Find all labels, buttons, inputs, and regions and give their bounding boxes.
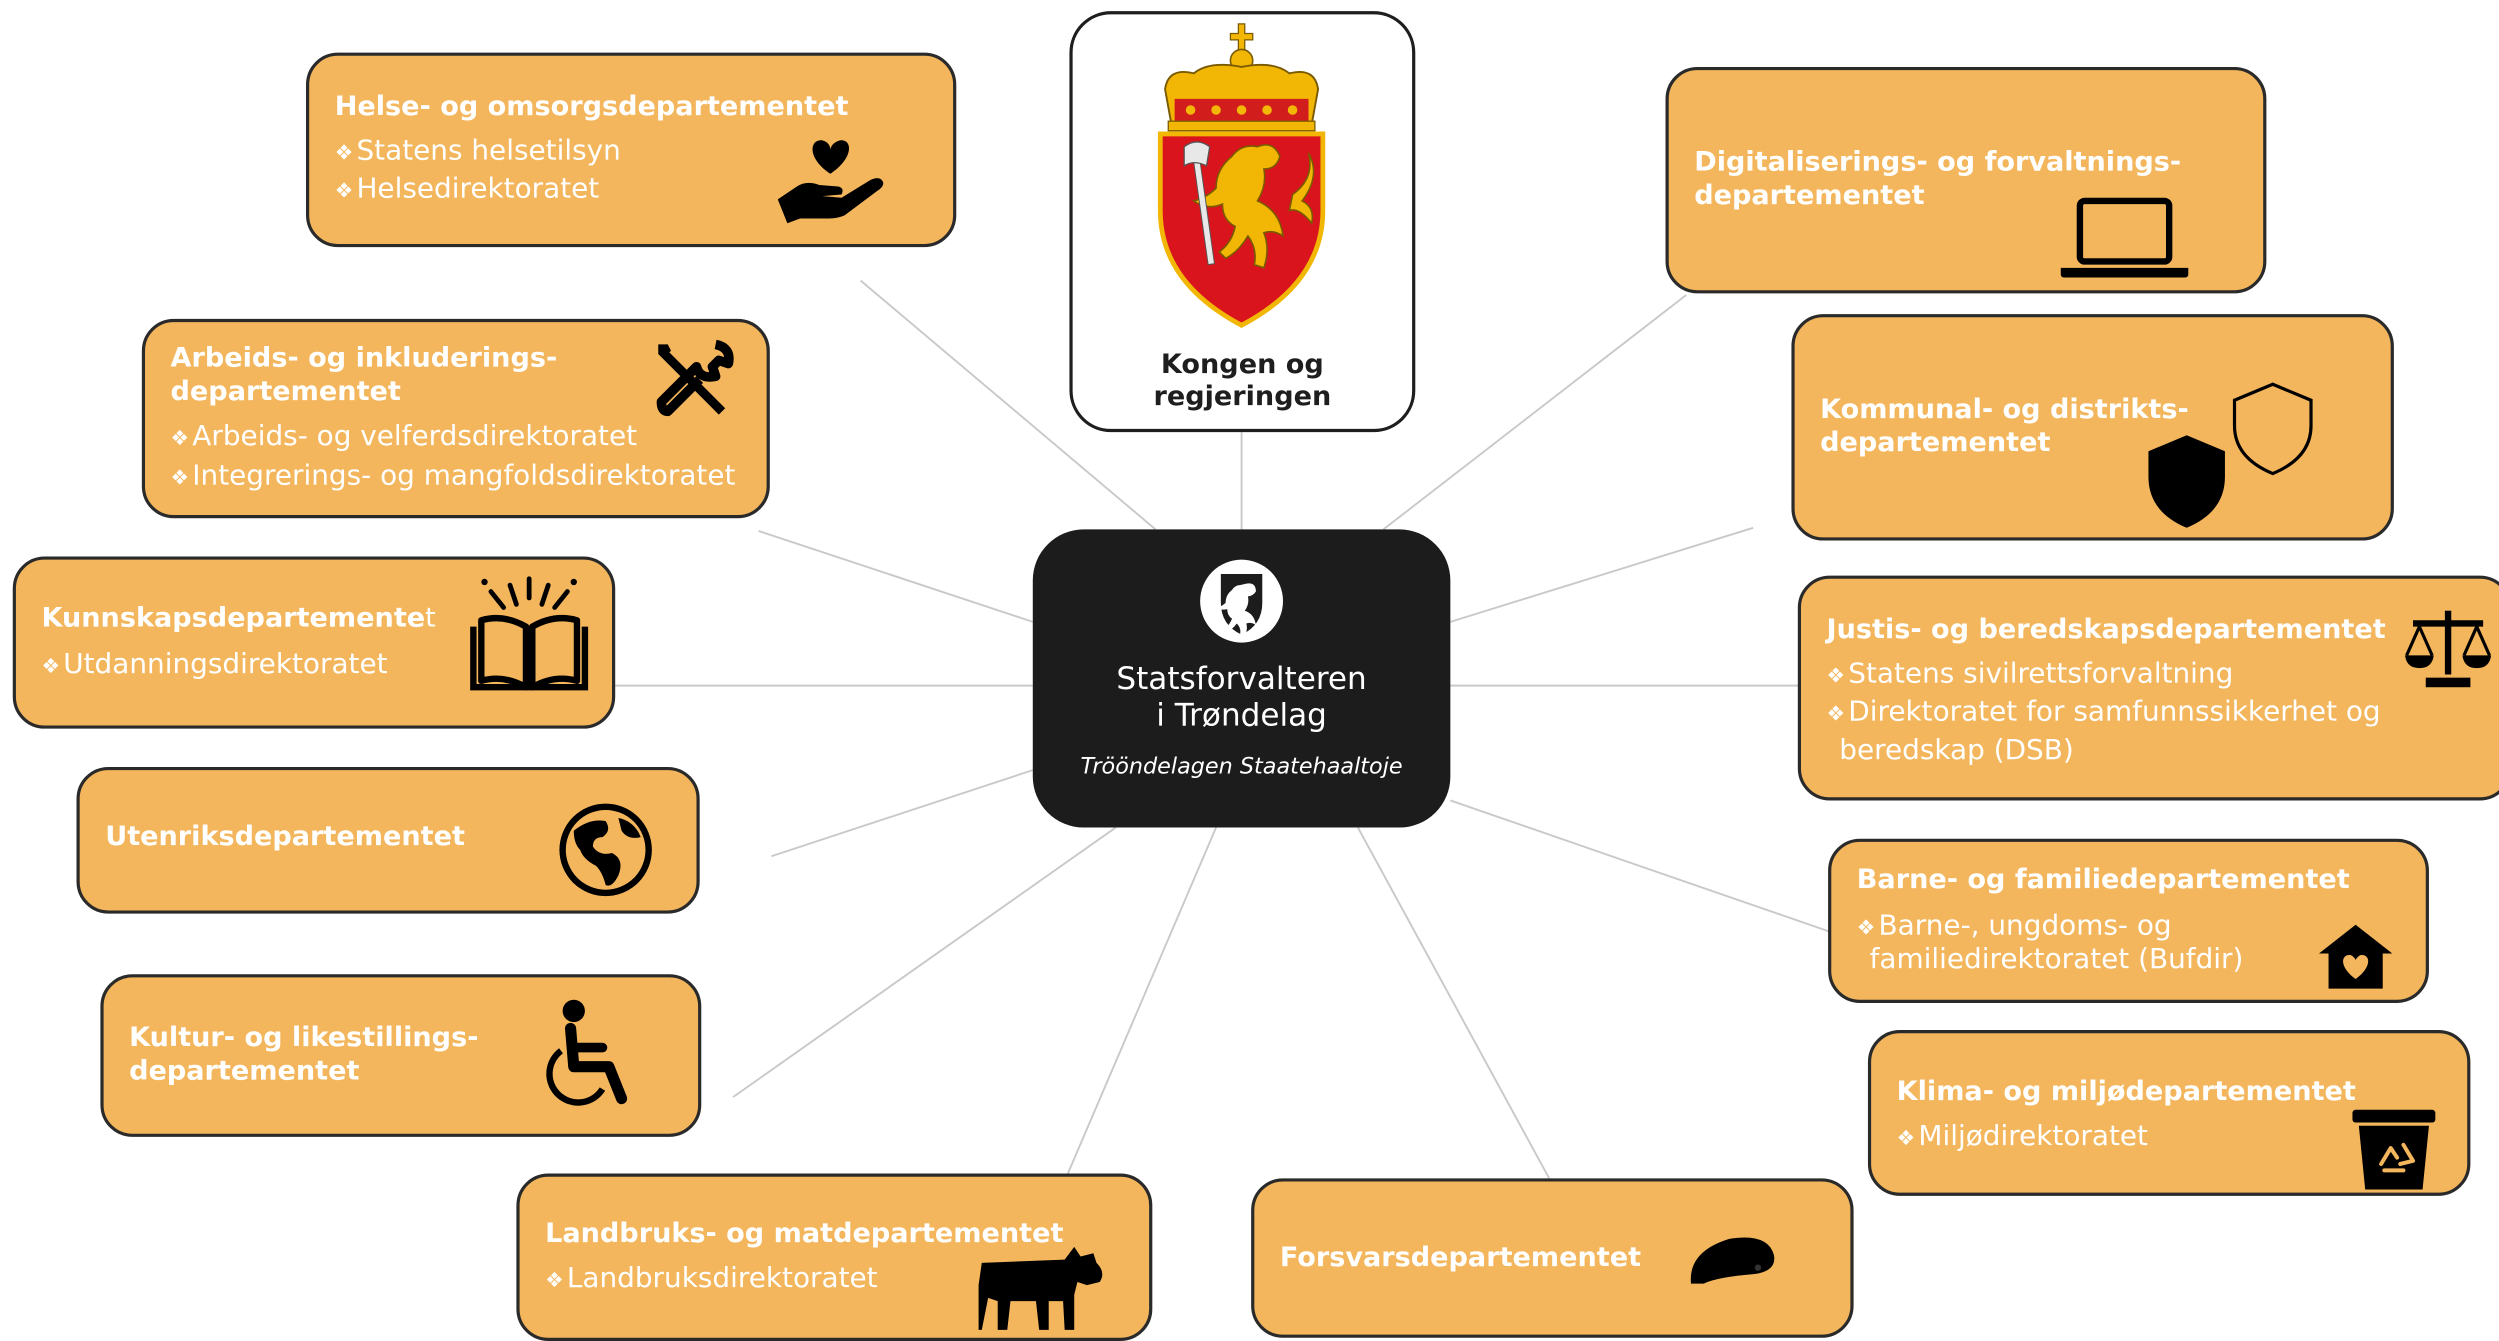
center-name: Statsforvalteren i Trøndelag <box>1116 660 1367 734</box>
globe-icon <box>559 803 652 897</box>
beret-icon <box>1690 1237 1775 1284</box>
dept-justis-box: Justis- og beredskapsdepartementet State… <box>1797 575 2499 801</box>
dept-justis-item: Direktoratet for samfunnssikkerhet og <box>1826 695 2380 733</box>
dept-arbeid-item: Integrerings- og mangfoldsdirektoratet <box>171 459 735 497</box>
cow-icon <box>978 1246 1103 1330</box>
dept-helse-title: Helse- og omsorgsdepartementet <box>334 90 849 123</box>
tools-icon <box>656 339 734 417</box>
dept-kultur-title: Kultur- og likestillings- departementet <box>129 1022 479 1088</box>
dept-barne-title: Barne- og familiedepartementet <box>1856 864 2350 897</box>
dept-landbruk-item: Landbruksdirektoratet <box>545 1261 878 1299</box>
dept-kultur-box: Kultur- og likestillings- departementet <box>100 974 702 1137</box>
dept-landbruk-title: Landbruks- og matdepartementet <box>545 1218 1064 1251</box>
dept-barne-item: Barne-, ungdoms- og <box>1857 909 2244 947</box>
state-administrator-emblem-icon <box>1200 559 1284 643</box>
dept-kommunal-box: Kommunal- og distrikts- departementet <box>1791 314 2394 541</box>
king-label: Kongen og regjeringen <box>1153 349 1332 413</box>
wheelchair-icon <box>546 999 628 1106</box>
dept-forsvar-title: Forsvarsdepartementet <box>1279 1242 1642 1275</box>
dept-barne-box: Barne- og familiedepartementet Barne-, u… <box>1828 838 2429 1003</box>
center-subtitle: Trööndelagen Staatehaaltoje <box>1080 754 1403 780</box>
scales-icon <box>2405 610 2492 688</box>
house-heart-icon <box>2318 924 2393 989</box>
coat-of-arms-icon <box>1157 23 1326 328</box>
dept-digital-title: Digitaliserings- og forvaltnings- depart… <box>1694 146 2182 213</box>
dept-forsvar-box: Forsvarsdepartementet <box>1251 1178 1854 1338</box>
open-book-icon <box>470 576 589 691</box>
heart-hand-icon <box>777 140 884 224</box>
dept-kunnskap-title-main: Kunnskapsdepartemente <box>41 602 426 635</box>
dept-arbeid-item: Arbeids- og velferdsdirektoratet <box>171 419 736 457</box>
dept-kunnskap-box: Kunnskapsdepartementet Utdanningsdirekto… <box>12 556 616 729</box>
dept-klima-box: Klima- og miljødepartementet Miljødirekt… <box>1867 1030 2471 1196</box>
dept-helse-item: Statens helsetilsyn <box>335 134 620 172</box>
dept-kunnskap-title-end: t <box>425 602 436 635</box>
dept-justis-item-continued: beredskap (DSB) <box>1839 735 2074 767</box>
dept-kunnskap-item: Utdanningsdirektoratet <box>41 647 387 685</box>
shields-icon <box>2148 382 2313 528</box>
laptop-icon <box>2060 197 2189 278</box>
dept-arbeid-title: Arbeids- og inkluderings- departementet <box>170 342 558 409</box>
dept-digital-box: Digitaliserings- og forvaltnings- depart… <box>1665 66 2267 294</box>
dept-barne-item-continued: familiedirektoratet (Bufdir) <box>1869 943 2244 976</box>
dept-helse-box: Helse- og omsorgsdepartementet Statens h… <box>306 52 957 248</box>
dept-klima-title: Klima- og miljødepartementet <box>1896 1076 2356 1109</box>
dept-arbeid-box: Arbeids- og inkluderings- departementet … <box>141 318 770 519</box>
center-node: Statsforvalteren i Trøndelag Trööndelage… <box>1032 529 1451 828</box>
dept-landbruk-box: Landbruks- og matdepartementet Landbruks… <box>516 1173 1153 1341</box>
dept-justis-item: Statens sivilrettsforvaltning <box>1826 657 2380 695</box>
recycle-bin-icon <box>2352 1109 2436 1190</box>
dept-utenriks-title: Utenriksdepartementet <box>105 821 465 854</box>
dept-helse-item: Helsedirektoratet <box>335 172 621 210</box>
dept-utenriks-box: Utenriksdepartementet <box>76 766 700 914</box>
dept-klima-item: Miljødirektoratet <box>1897 1119 2148 1157</box>
dept-justis-title: Justis- og beredskapsdepartementet <box>1826 613 2386 646</box>
king-and-government-box: Kongen og regjeringen <box>1069 11 1416 433</box>
dept-kunnskap-title: Kunnskapsdepartementet <box>41 603 435 636</box>
dept-kommunal-title: Kommunal- og distrikts- departementet <box>1820 393 2189 460</box>
